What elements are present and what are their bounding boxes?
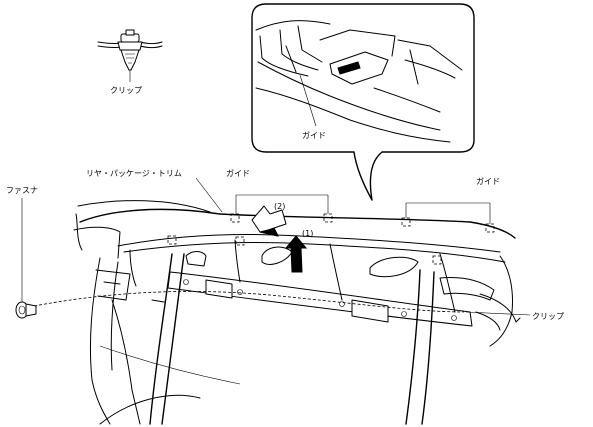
- step-2-label: (2): [274, 202, 285, 211]
- guide-inset-label: ガイド: [302, 130, 326, 140]
- guide-left-label: ガイド: [226, 168, 250, 178]
- step-1-arrow: [284, 235, 308, 273]
- step-1-label: (1): [302, 229, 313, 238]
- guide-left-bracket: [235, 194, 329, 214]
- vehicle-rear-interior: [33, 200, 521, 425]
- fastener-label: ファスナ: [6, 186, 38, 195]
- step-2-arrow: [251, 205, 287, 237]
- guide-detail-inset: [251, 3, 475, 201]
- clip-top-label: クリップ: [110, 86, 142, 95]
- clip-detail-illustration: [97, 29, 163, 82]
- trim-leader-line: [195, 177, 223, 213]
- guide-right-bracket: [405, 202, 491, 224]
- clip-right-label: クリップ: [532, 312, 564, 321]
- guide-right-label: ガイド: [476, 176, 500, 186]
- rear-package-trim-label: リヤ・パッケージ・トリム: [86, 169, 182, 178]
- clip-right-leader-line: [465, 311, 531, 316]
- fastener-part: [15, 301, 37, 319]
